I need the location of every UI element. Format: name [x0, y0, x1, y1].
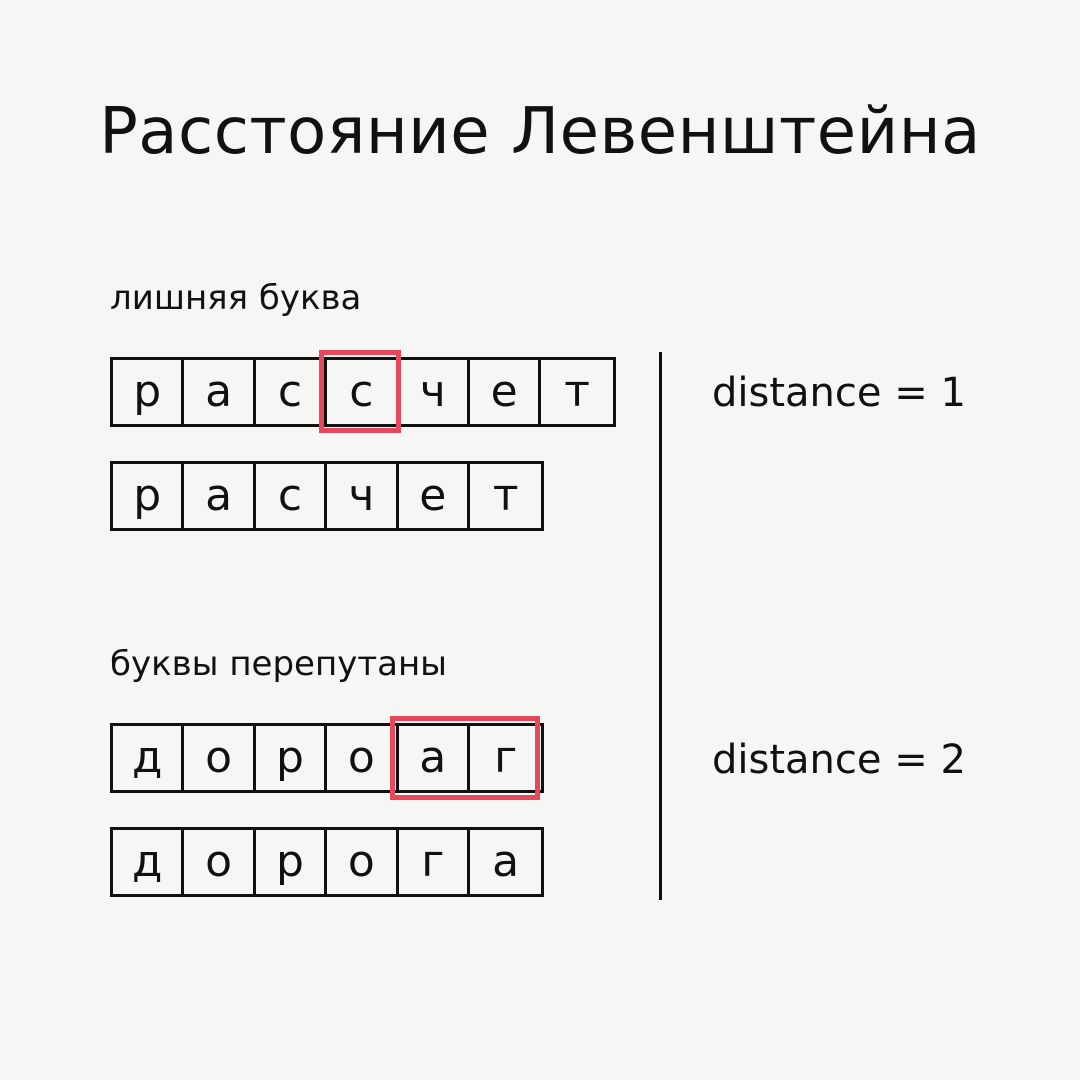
- example-label-extra-letter: лишняя буква: [110, 278, 362, 318]
- letter-cell-swapped: а: [399, 726, 470, 790]
- letter-cell: с: [256, 360, 328, 424]
- letter-cell-swapped: г: [494, 732, 518, 783]
- letter-cell: о: [327, 830, 399, 894]
- letter-cell: т: [564, 366, 590, 417]
- letter-cell: о: [184, 830, 256, 894]
- letter-cell: д: [113, 830, 185, 894]
- word-with-extra-letter: р а с с ч е т: [110, 357, 616, 427]
- letter-cell: о: [184, 726, 256, 790]
- letter-cell: а: [184, 464, 256, 528]
- letter-cell: е: [470, 360, 542, 424]
- vertical-divider: [659, 352, 662, 900]
- letter-cell: с: [256, 464, 328, 528]
- letter-cell: т: [492, 470, 519, 521]
- letter-cell: р: [256, 830, 328, 894]
- distance-value-2: distance = 2: [712, 737, 966, 783]
- letter-cell: а: [184, 360, 256, 424]
- letter-cell: ч: [399, 360, 470, 424]
- letter-cell: р: [256, 726, 328, 790]
- word-with-swapped-letters: д о р о а г: [110, 723, 545, 793]
- letter-cell: а: [492, 836, 520, 887]
- letter-cell: о: [327, 726, 399, 790]
- letter-cell: е: [399, 464, 470, 528]
- page-title: Расстояние Левенштейна: [99, 95, 981, 169]
- example-label-swapped-letters: буквы перепутаны: [110, 644, 448, 684]
- word-correct-2: д о р о г а: [110, 827, 545, 897]
- letter-cell: д: [113, 726, 185, 790]
- distance-value-1: distance = 1: [712, 370, 966, 416]
- letter-cell: ч: [327, 464, 399, 528]
- letter-cell: р: [113, 464, 185, 528]
- letter-cell: г: [399, 830, 470, 894]
- letter-cell-extra: с: [327, 360, 399, 424]
- word-correct-1: р а с ч е т: [110, 461, 545, 531]
- letter-cell: р: [113, 360, 185, 424]
